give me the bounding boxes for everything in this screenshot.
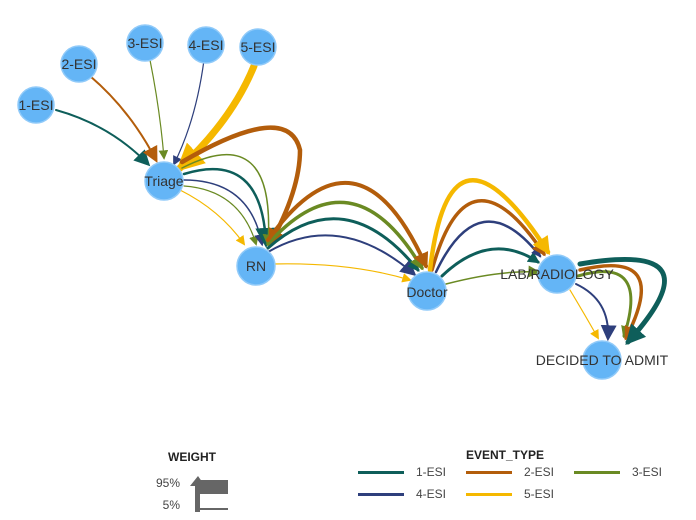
edge-triage-rn-3 [183,185,259,246]
event-type-legend-title: EVENT_TYPE [466,448,545,462]
node-5-esi[interactable]: 5-ESI [239,28,277,66]
legend-item-1-esi: 1-ESI [358,464,446,480]
legend-swatch [358,492,404,496]
svg-text:Doctor: Doctor [406,284,448,300]
node-2-esi[interactable]: 2-ESI [60,45,98,83]
edge-lab-admit-4 [575,283,617,342]
legend-swatch [574,470,620,474]
node-doctor[interactable]: Doctor [406,271,448,311]
edge-lab-admit-5 [569,289,599,340]
edge-doctor-lab-3 [445,265,541,285]
node-lab-radiology[interactable]: LAB/RADIOLOGY [500,254,614,294]
legend-item-3-esi: 3-ESI [574,464,662,480]
edge-triage-rn-1 [182,167,276,248]
svg-text:5-ESI: 5-ESI [240,39,275,55]
edge-doctor-lab-4 [434,220,542,274]
edge-rn-doctor-3 [266,200,424,271]
edge-doctor-lab-2 [430,199,546,272]
weight-high-label: 95% [155,476,180,490]
legend-swatch [358,470,404,474]
svg-text:DECIDED TO ADMIT: DECIDED TO ADMIT [536,352,669,368]
edge-rn-doctor-4 [267,234,417,277]
node-triage[interactable]: Triage [144,161,184,201]
edge-rn-doctor-2 [266,180,429,269]
svg-text:RN: RN [246,258,266,274]
svg-text:3-ESI: 3-ESI [127,35,162,51]
legend-swatch [466,470,512,474]
weight-low-label: 5% [162,498,180,512]
node-decided-to-admit[interactable]: DECIDED TO ADMIT [536,340,669,380]
edge-rn-doctor-1 [266,217,420,272]
edge-3esi-triage [149,59,169,160]
svg-text:1-ESI: 1-ESI [18,97,53,113]
flow-graph: 1-ESI 2-ESI 3-ESI 4-ESI 5-ESI Triage RN [17,24,669,380]
edge-triage-rn-2 [179,125,303,248]
legend-item-2-esi: 2-ESI [466,464,554,480]
edge-lab-admit-2 [578,264,643,341]
edge-5esi-triage [175,62,258,172]
edge-triage-rn-5 [179,189,246,246]
weight-scale-icon [190,476,228,512]
node-3-esi[interactable]: 3-ESI [126,24,164,62]
edge-2esi-triage [89,75,158,163]
svg-text:Triage: Triage [144,173,183,189]
node-rn[interactable]: RN [236,246,276,286]
legend-item-4-esi: 4-ESI [358,486,446,502]
legend-item-5-esi: 5-ESI [466,486,554,502]
edge-triage-rn-4 [183,179,267,247]
edge-lab-admit-1 [577,256,667,345]
weight-legend-title: WEIGHT [168,450,216,464]
svg-text:LAB/RADIOLOGY: LAB/RADIOLOGY [500,266,614,282]
legend-swatch [466,492,512,496]
edge-1esi-triage [55,109,151,167]
svg-text:4-ESI: 4-ESI [188,37,223,53]
node-4-esi[interactable]: 4-ESI [187,26,225,64]
edge-doctor-lab-1 [440,247,540,278]
node-1-esi[interactable]: 1-ESI [17,86,55,124]
edge-rn-doctor-5 [271,263,412,283]
svg-text:2-ESI: 2-ESI [61,56,96,72]
edge-triage-rn-3b [181,153,275,247]
legend: WEIGHT 95% 5% EVENT_TYPE 1-ESI 2-ESI 3-E… [0,420,696,520]
edge-doctor-lab-5 [427,178,551,273]
edge-lab-admit-3 [576,270,633,339]
